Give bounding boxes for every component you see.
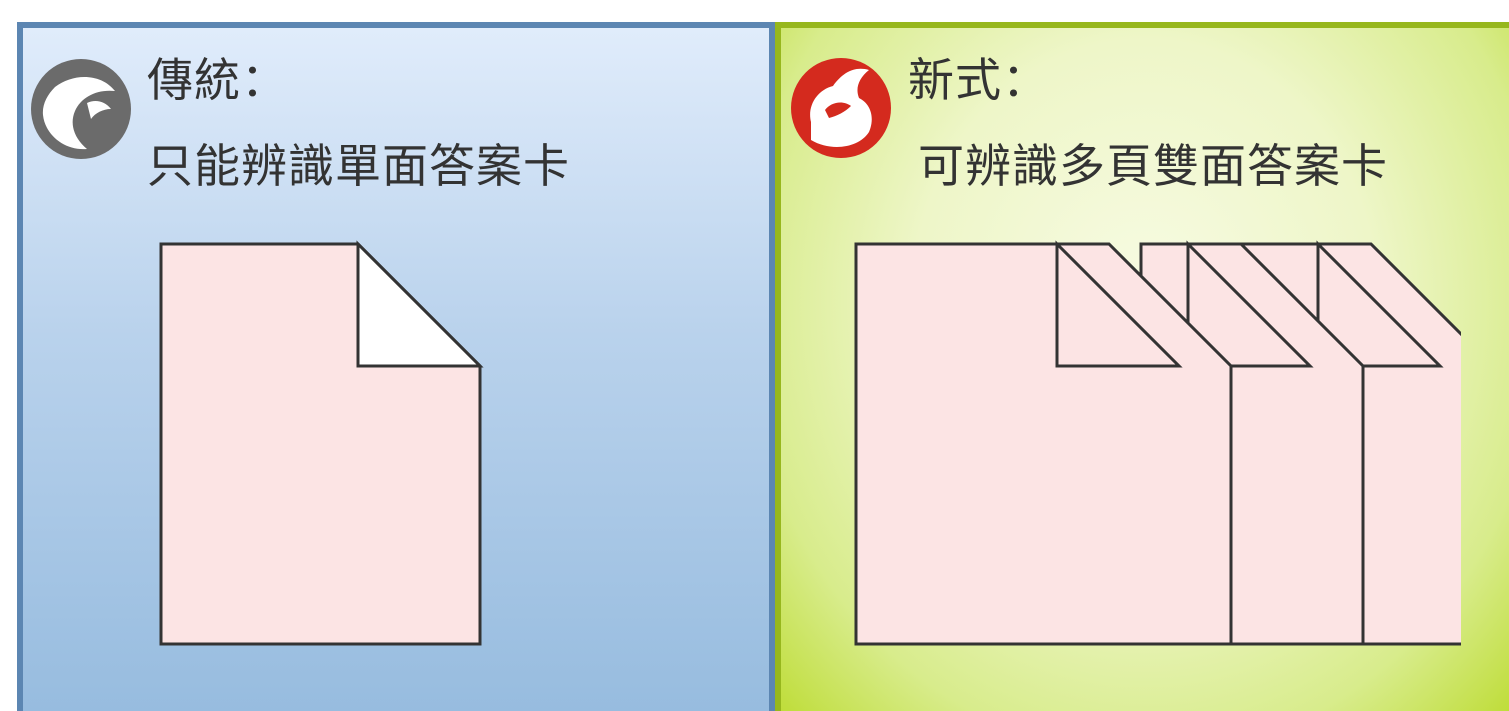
new-style-heading: 新式：: [908, 53, 1049, 107]
new-style-description: 可辨識多頁雙面答案卡: [918, 139, 1388, 193]
traditional-heading: 傳統：: [147, 53, 288, 107]
multi-page-document-stack: [854, 240, 1461, 646]
traditional-panel: 傳統： 只能辨識單面答案卡: [17, 22, 775, 711]
single-page-document: [159, 240, 484, 646]
thumbs-down-icon: [31, 59, 131, 159]
traditional-description: 只能辨識單面答案卡: [147, 139, 570, 193]
new-style-panel: 新式： 可辨識多頁雙面答案卡: [775, 22, 1509, 711]
front-page: [854, 240, 1233, 646]
thumbs-up-icon: [791, 58, 891, 158]
